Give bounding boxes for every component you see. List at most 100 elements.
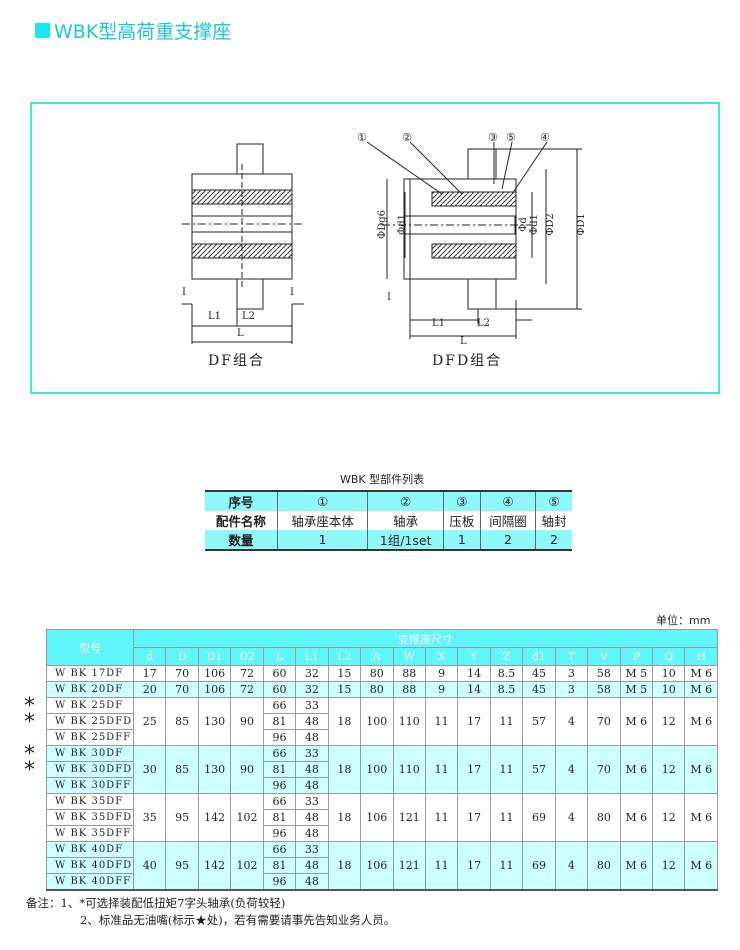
parts-cell: 配件名称 bbox=[215, 514, 266, 529]
column-header-L1: L1 bbox=[295, 647, 329, 666]
dim-cell: 142 bbox=[197, 841, 232, 891]
column-header-L: L bbox=[262, 647, 297, 666]
dim-cell: 9 bbox=[424, 665, 459, 682]
dim-cell-L: 60 bbox=[262, 681, 297, 698]
dim-l1-dfd: L1 bbox=[432, 318, 446, 329]
column-header-X: X bbox=[424, 647, 459, 666]
dim-cell: 70 bbox=[587, 745, 621, 794]
dim-cell: 106 bbox=[197, 665, 232, 682]
column-header-V: V bbox=[587, 647, 621, 666]
dim-cell: M 6 bbox=[684, 665, 718, 682]
dim-cell: 88 bbox=[392, 681, 426, 698]
model-cell: W BK 30DFD bbox=[46, 761, 134, 778]
dim-d1-right: Φd1 bbox=[528, 214, 540, 235]
dim-cell: M 5 bbox=[619, 665, 654, 682]
dim-cell-L: 96 bbox=[262, 825, 297, 842]
column-header-Q: Q bbox=[651, 647, 686, 666]
column-header-D2: D2 bbox=[230, 647, 264, 666]
dim-cell: 11 bbox=[489, 697, 524, 746]
dim-cell: M 5 bbox=[619, 681, 654, 698]
dim-cell: 4 bbox=[554, 793, 589, 842]
asterisk-mark: * bbox=[24, 694, 35, 719]
dim-cell: 17 bbox=[457, 697, 491, 746]
callout-3: ③ bbox=[488, 131, 498, 144]
dim-cell: 12 bbox=[651, 841, 686, 891]
dim-cell: 80 bbox=[587, 841, 621, 891]
dim-l2-dfd: L2 bbox=[477, 318, 491, 329]
dim-cell: 80 bbox=[360, 665, 394, 682]
dim-cell: 58 bbox=[587, 665, 621, 682]
parts-cell: ① bbox=[276, 490, 368, 511]
dim-cell: 80 bbox=[587, 793, 621, 842]
model-cell: W BK 17DF bbox=[46, 665, 134, 682]
callout-5: ⑤ bbox=[506, 131, 516, 144]
dim-cell-L1: 33 bbox=[295, 793, 329, 810]
dim-cell: 18 bbox=[327, 745, 362, 794]
dim-cell: 11 bbox=[424, 793, 459, 842]
column-header-T: T bbox=[554, 647, 589, 666]
dim-cell: 12 bbox=[651, 745, 686, 794]
dim-cell-L: 96 bbox=[262, 777, 297, 794]
dim-cell: 10 bbox=[651, 681, 686, 698]
model-header: 型号 bbox=[46, 629, 134, 666]
dim-cell: 10 bbox=[651, 665, 686, 682]
parts-cell: ③ bbox=[442, 490, 481, 511]
note-1: 备注：1、*可选择装配低扭矩7字头轴承(负荷较轻) bbox=[26, 896, 286, 910]
parts-cell: ② bbox=[367, 490, 444, 511]
dim-cell-L1: 33 bbox=[295, 697, 329, 714]
column-header-Z: Z bbox=[489, 647, 524, 666]
page-title: WBK型高荷重支撑座 bbox=[35, 17, 231, 44]
dim-cell: M 6 bbox=[619, 793, 654, 842]
dim-cell: 90 bbox=[230, 697, 264, 746]
column-header-Y: Y bbox=[457, 647, 491, 666]
dim-cell: 30 bbox=[132, 745, 167, 794]
dim-cell: 25 bbox=[132, 697, 167, 746]
dim-cell: 17 bbox=[457, 841, 491, 891]
column-header-d: d bbox=[132, 647, 167, 666]
dim-cell: 106 bbox=[197, 681, 232, 698]
dim-cell-L1: 48 bbox=[295, 713, 329, 730]
parts-cell: 压板 bbox=[442, 511, 481, 530]
callout-4: ④ bbox=[540, 131, 550, 144]
dim-D1: ΦD1 bbox=[575, 213, 587, 236]
dim-cell-L: 66 bbox=[262, 841, 297, 858]
column-header-P: P bbox=[619, 647, 654, 666]
parts-cell: 1 bbox=[276, 530, 368, 551]
dim-cell: 11 bbox=[489, 745, 524, 794]
dim-cell: 11 bbox=[424, 841, 459, 891]
dim-cell: 110 bbox=[392, 745, 426, 794]
dim-cell: 3 bbox=[554, 665, 589, 682]
dim-cell: 70 bbox=[165, 665, 199, 682]
parts-cell: 轴承座本体 bbox=[276, 511, 368, 530]
parts-cell: 轴承 bbox=[367, 511, 444, 530]
dim-cell: 8.5 bbox=[489, 665, 524, 682]
dim-cell-L1: 32 bbox=[295, 665, 329, 682]
dim-cell: 9 bbox=[424, 681, 459, 698]
df-drawing bbox=[182, 143, 304, 344]
dim-cell: 70 bbox=[165, 681, 199, 698]
model-cell: W BK 40DFD bbox=[46, 857, 134, 874]
dim-cell: 72 bbox=[230, 665, 264, 682]
dim-cell-L1: 48 bbox=[295, 857, 329, 874]
title-text: WBK型高荷重支撑座 bbox=[54, 21, 232, 43]
df-caption: DF组合 bbox=[208, 353, 265, 369]
dim-cell-L1: 48 bbox=[295, 777, 329, 794]
model-cell: W BK 40DFF bbox=[46, 873, 134, 891]
dim-cell: 100 bbox=[360, 697, 394, 746]
dim-cell: 4 bbox=[554, 841, 589, 891]
dim-cell: 57 bbox=[522, 697, 556, 746]
dim-d1: Φd1 bbox=[396, 214, 408, 235]
dim-cell: 11 bbox=[424, 745, 459, 794]
dim-cell: 58 bbox=[587, 681, 621, 698]
dim-cell-L: 66 bbox=[262, 793, 297, 810]
dim-l2-df: L2 bbox=[242, 311, 256, 322]
dim-cell: 70 bbox=[587, 697, 621, 746]
dim-cell: 106 bbox=[360, 793, 394, 842]
dim-cell: 90 bbox=[230, 745, 264, 794]
dim-l-dfd: L bbox=[460, 336, 467, 347]
dim-cell-L1: 48 bbox=[295, 729, 329, 746]
